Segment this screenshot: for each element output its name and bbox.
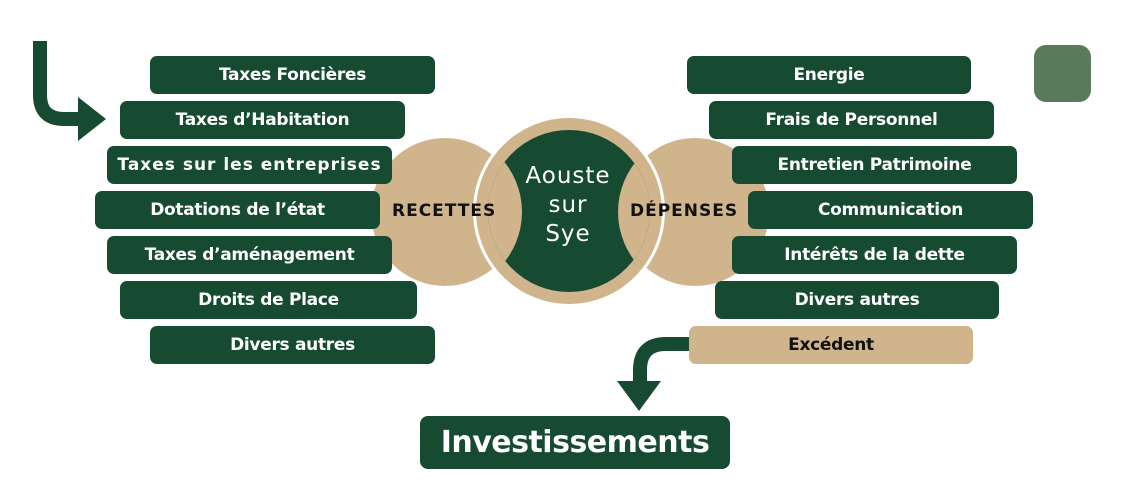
recettes-item-taxes-entreprises: Taxes sur les entreprises bbox=[107, 146, 392, 184]
item-label: Frais de Personnel bbox=[765, 110, 938, 130]
item-label: Taxes d’aménagement bbox=[144, 245, 355, 265]
recettes-item-dotations-etat: Dotations de l’état bbox=[95, 191, 380, 229]
item-label: Dotations de l’état bbox=[150, 200, 325, 220]
depenses-item-communication: Communication bbox=[748, 191, 1033, 229]
depenses-item-excedent: Excédent bbox=[689, 326, 973, 364]
investissements-box: Investissements bbox=[420, 416, 730, 469]
item-label: Taxes sur les entreprises bbox=[117, 155, 382, 175]
recettes-item-taxes-foncieres: Taxes Foncières bbox=[150, 56, 435, 94]
legend-square bbox=[1034, 45, 1091, 102]
item-label: Taxes d’Habitation bbox=[175, 110, 350, 130]
town-name-line: Sye bbox=[545, 221, 591, 247]
item-label: Taxes Foncières bbox=[218, 65, 367, 85]
item-label: Communication bbox=[818, 200, 963, 220]
curved-arrow-right-icon bbox=[33, 41, 106, 141]
depenses-item-divers-autres: Divers autres bbox=[715, 281, 999, 319]
investissements-label: Investissements bbox=[440, 425, 710, 460]
town-name-line: Aouste bbox=[525, 163, 611, 189]
recettes-item-taxes-amenagement: Taxes d’aménagement bbox=[107, 236, 392, 274]
depenses-label: DÉPENSES bbox=[630, 201, 739, 221]
recettes-item-divers-autres: Divers autres bbox=[150, 326, 435, 364]
town-name-line: sur bbox=[548, 192, 588, 218]
depenses-item-energie: Energie bbox=[687, 56, 971, 94]
curved-arrow-down-icon bbox=[617, 337, 692, 411]
recettes-item-droits-place: Droits de Place bbox=[120, 281, 417, 319]
depenses-item-interets-dette: Intérêts de la dette bbox=[732, 236, 1017, 274]
recettes-label: RECETTES bbox=[392, 201, 497, 221]
item-label: Entretien Patrimoine bbox=[777, 155, 972, 175]
town-name: Aouste sur Sye bbox=[508, 162, 628, 249]
item-label: Divers autres bbox=[794, 290, 920, 310]
item-label: Divers autres bbox=[230, 335, 355, 355]
recettes-item-taxes-habitation: Taxes d’Habitation bbox=[120, 101, 405, 139]
depenses-item-entretien-patrimoine: Entretien Patrimoine bbox=[732, 146, 1017, 184]
item-label: Droits de Place bbox=[198, 290, 339, 310]
depenses-item-frais-personnel: Frais de Personnel bbox=[709, 101, 994, 139]
item-label: Energie bbox=[793, 65, 865, 85]
item-label: Intérêts de la dette bbox=[784, 245, 965, 265]
item-label: Excédent bbox=[788, 335, 874, 355]
